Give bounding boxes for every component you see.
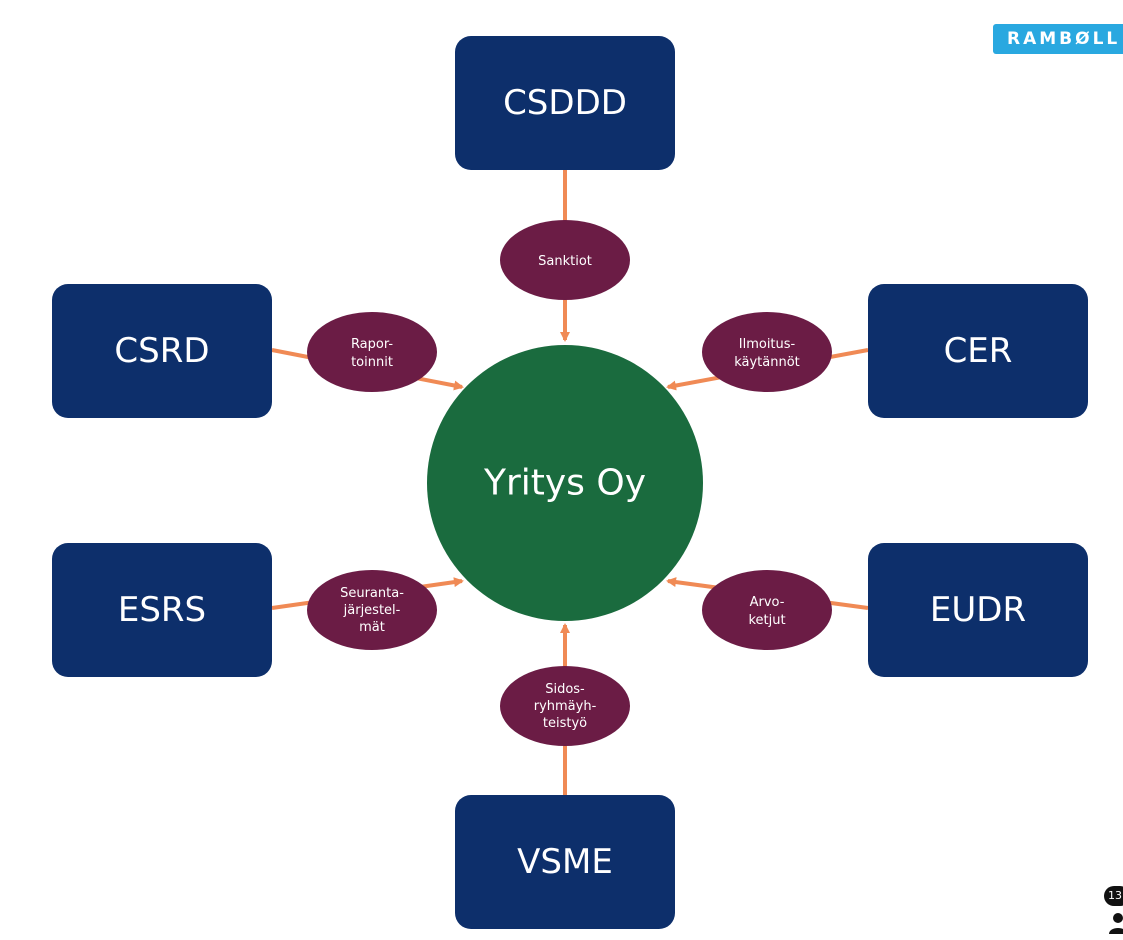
link-eudr-line-1: Arvo- <box>750 595 785 610</box>
box-csddd: CSDDD <box>455 36 675 170</box>
box-vsme: VSME <box>455 795 675 929</box>
box-csrd: CSRD <box>52 284 272 418</box>
link-vsme-line-2: ryhmäyh- <box>534 699 597 714</box>
box-cer: CER <box>868 284 1088 418</box>
center-label: Yritys Oy <box>483 463 646 504</box>
box-esrs: ESRS <box>52 543 272 677</box>
center-node: Yritys Oy <box>427 345 703 621</box>
link-esrs-line-3: mät <box>359 620 385 635</box>
link-vsme-line-3: teistyö <box>543 716 587 731</box>
link-eudr: Arvo- ketjut <box>702 570 832 650</box>
link-csrd-line-2: toinnit <box>351 355 393 370</box>
box-csrd-label: CSRD <box>114 331 209 371</box>
link-eudr-line-2: ketjut <box>748 613 785 628</box>
box-cer-label: CER <box>944 331 1013 371</box>
link-vsme: Sidos- ryhmäyh- teistyö <box>500 666 630 746</box>
link-vsme-line-1: Sidos- <box>545 682 585 697</box>
link-csddd: Sanktiot <box>500 220 630 300</box>
link-esrs-line-2: järjestel- <box>343 603 401 618</box>
box-eudr-label: EUDR <box>930 590 1026 630</box>
box-eudr: EUDR <box>868 543 1088 677</box>
link-esrs: Seuranta- järjestel- mät <box>307 570 437 650</box>
link-cer-line-1: Ilmoitus- <box>739 337 796 352</box>
participant-count-badge[interactable]: 13 <box>1104 886 1123 906</box>
link-csrd-line-1: Rapor- <box>351 337 393 352</box>
user-icon[interactable] <box>1108 912 1123 934</box>
box-esrs-label: ESRS <box>118 590 206 630</box>
link-cer-line-2: käytännöt <box>734 355 800 370</box>
ramboll-logo: RAMBØLL <box>993 24 1123 54</box>
box-vsme-label: VSME <box>517 842 613 882</box>
link-csddd-line-1: Sanktiot <box>538 254 592 269</box>
link-esrs-line-1: Seuranta- <box>340 586 404 601</box>
link-csrd: Rapor- toinnit <box>307 312 437 392</box>
link-cer: Ilmoitus- käytännöt <box>702 312 832 392</box>
box-csddd-label: CSDDD <box>503 83 627 123</box>
